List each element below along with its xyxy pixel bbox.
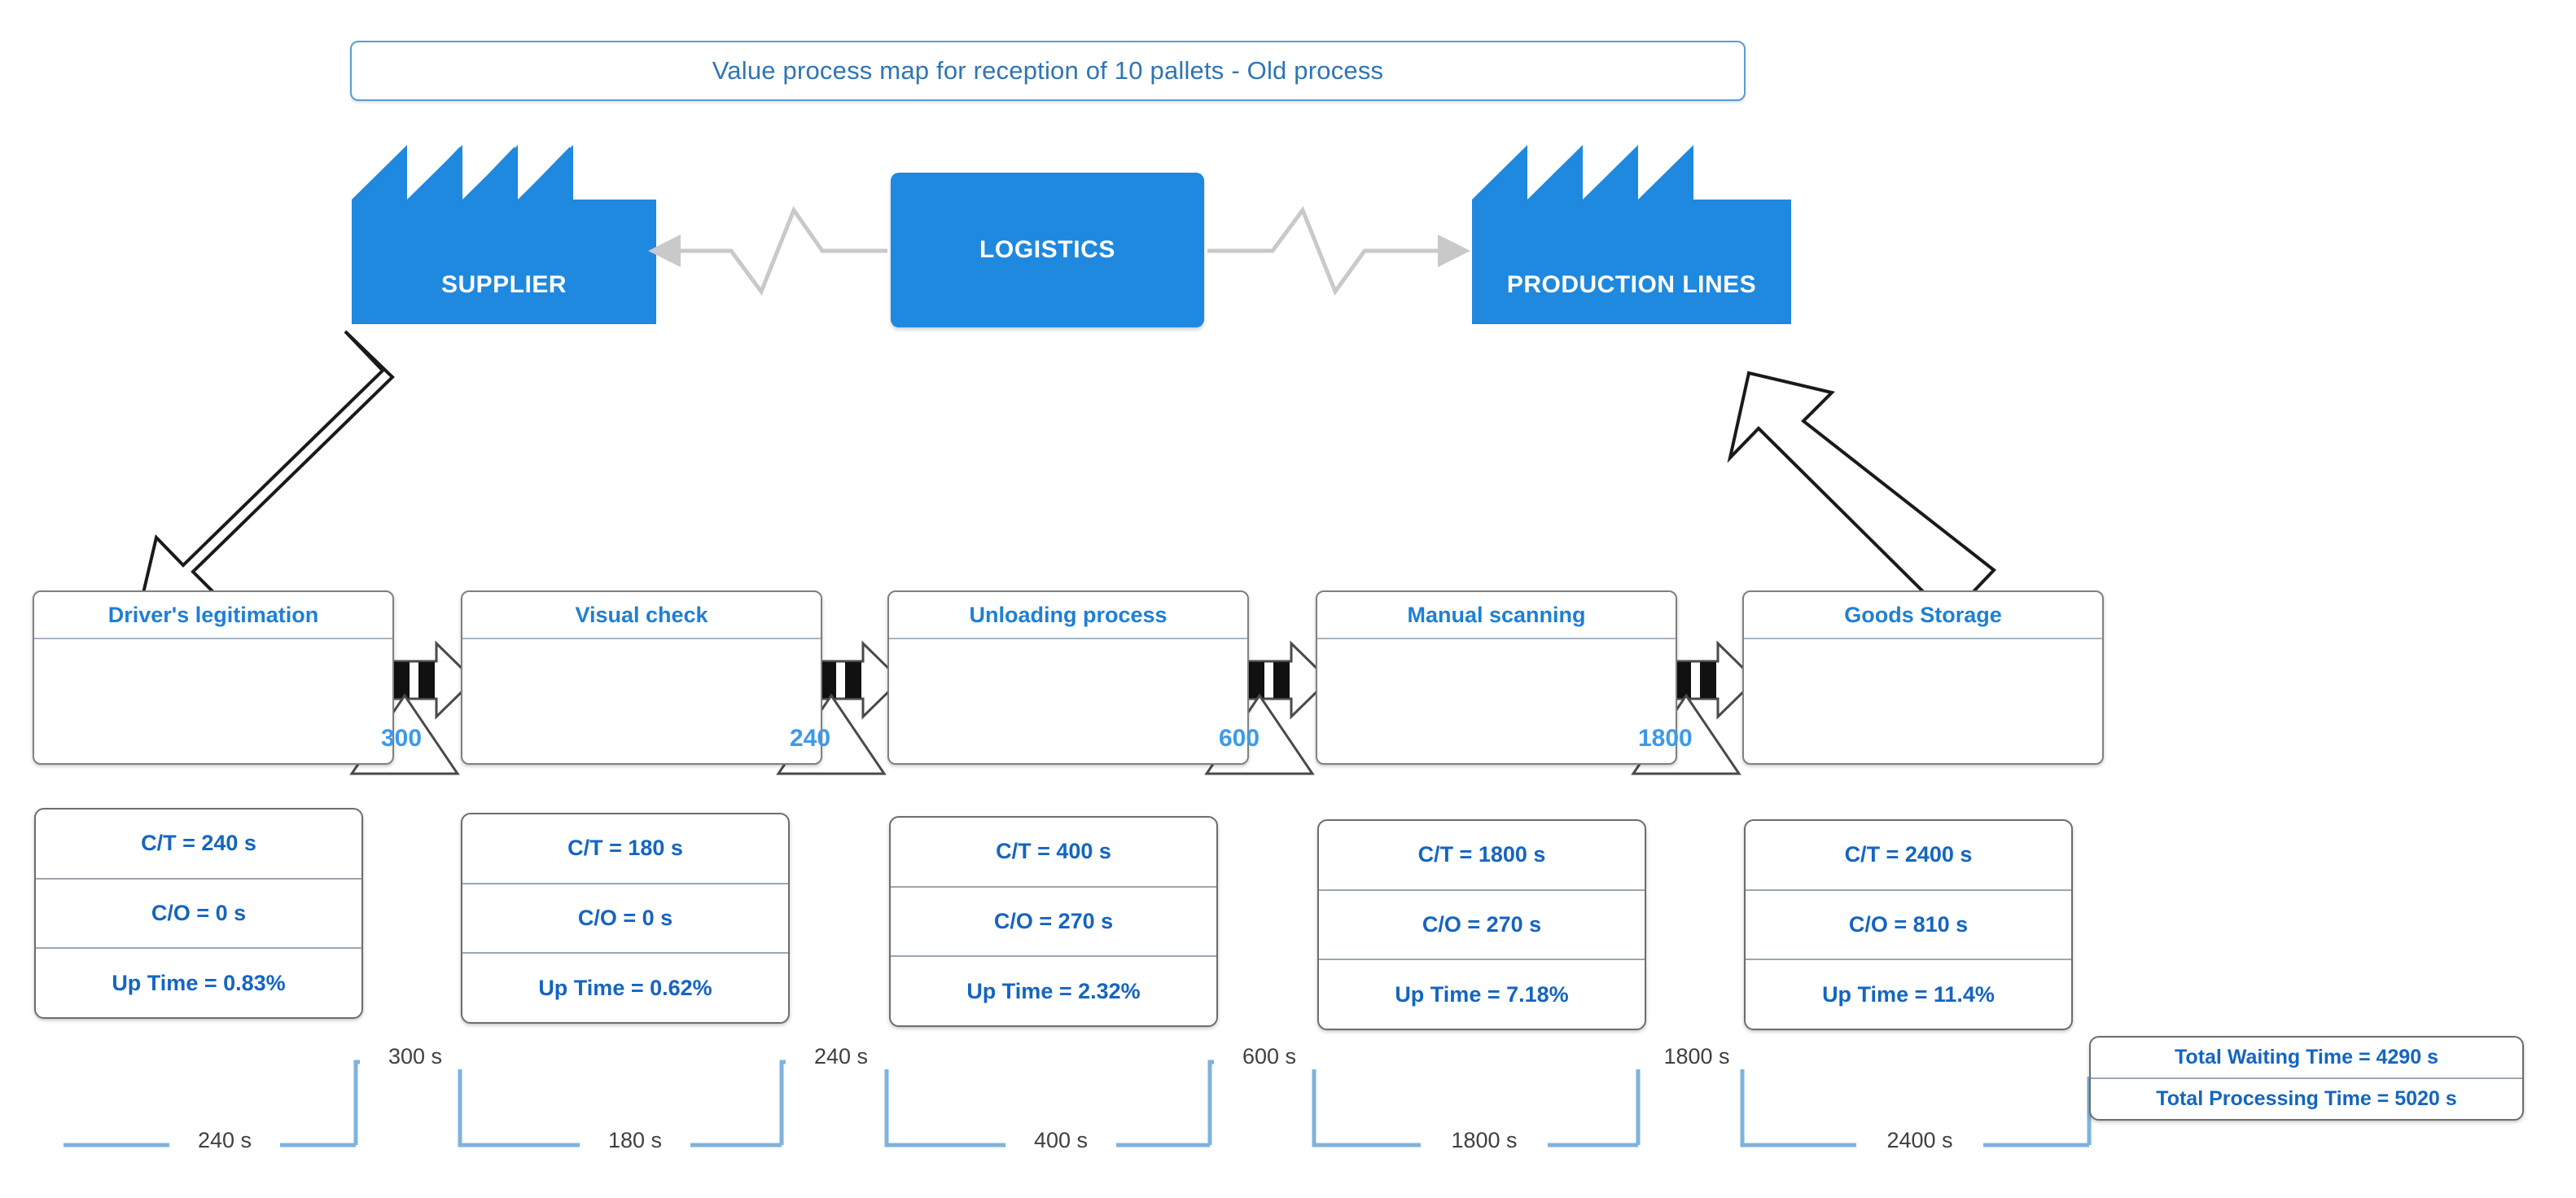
logistics-label: LOGISTICS	[979, 236, 1116, 263]
process-box-4[interactable]: Manual scanning	[1316, 590, 1677, 765]
waiting-time-label-4: 1800 s	[1635, 1044, 1759, 1069]
supplier-label: SUPPLIER	[440, 271, 567, 298]
data-box-1[interactable]: C/T = 240 s C/O = 0 s Up Time = 0.83%	[34, 808, 363, 1019]
process-title-2: Visual check	[462, 592, 821, 639]
production-lines-factory-icon	[1472, 145, 1791, 324]
process-title-3: Unloading process	[889, 592, 1247, 639]
changeover-1: C/O = 0 s	[36, 880, 361, 950]
changeover-3: C/O = 270 s	[891, 888, 1216, 958]
process-body-2	[462, 639, 821, 761]
cycle-time-1: C/T = 240 s	[36, 810, 361, 880]
cycle-time-5: C/T = 2400 s	[1746, 821, 2071, 891]
uptime-4: Up Time = 7.18%	[1395, 981, 1569, 1007]
process-box-3[interactable]: Unloading process	[887, 590, 1249, 765]
process-body-3	[889, 639, 1247, 761]
process-title-5: Goods Storage	[1744, 592, 2102, 639]
process-box-5[interactable]: Goods Storage	[1742, 590, 2104, 765]
total-waiting-time: Total Waiting Time = 4290 s	[2091, 1038, 2522, 1079]
process-title-1: Driver's legitimation	[34, 592, 392, 639]
processing-time-label-5: 2400 s	[1856, 1128, 1983, 1153]
processing-time-label-3: 400 s	[1005, 1128, 1116, 1153]
production-lines-label: PRODUCTION LINES	[1506, 271, 1757, 298]
cycle-time-3: C/T = 400 s	[891, 818, 1216, 888]
uptime-3: Up Time = 2.32%	[966, 978, 1141, 1003]
uptime-1: Up Time = 0.83%	[112, 970, 286, 995]
material-arrow-process-to-production	[1727, 371, 1996, 620]
process-body-1	[34, 639, 392, 761]
data-box-4[interactable]: C/T = 1800 s C/O = 270 s Up Time = 7.18%	[1317, 819, 1646, 1030]
inventory-value-1: 300	[381, 725, 423, 752]
process-title-4: Manual scanning	[1317, 592, 1676, 639]
page-title: Value process map for reception of 10 pa…	[712, 56, 1384, 85]
cycle-time-2: C/T = 180 s	[462, 814, 788, 884]
process-box-1[interactable]: Driver's legitimation	[33, 590, 394, 765]
processing-time-label-1: 240 s	[169, 1128, 280, 1153]
supplier-node[interactable]: SUPPLIER	[352, 145, 656, 324]
processing-time-label-4: 1800 s	[1421, 1128, 1548, 1153]
info-flow-arrow-production	[1207, 205, 1470, 296]
processing-time-label-2: 180 s	[580, 1128, 690, 1153]
data-box-2[interactable]: C/T = 180 s C/O = 0 s Up Time = 0.62%	[461, 813, 790, 1024]
supplier-factory-icon-shape	[352, 145, 656, 324]
total-processing-time: Total Processing Time = 5020 s	[2156, 1087, 2457, 1110]
logistics-node[interactable]: LOGISTICS	[891, 173, 1204, 327]
info-flow-arrow-supplier	[648, 205, 887, 296]
inventory-value-2: 240	[790, 725, 831, 752]
totals-box[interactable]: Total Waiting Time = 4290 s Total Proces…	[2089, 1036, 2524, 1121]
uptime-5: Up Time = 11.4%	[1822, 981, 1995, 1007]
inventory-value-4: 1800	[1638, 725, 1693, 752]
diagram-title-banner: Value process map for reception of 10 pa…	[350, 41, 1746, 101]
cycle-time-4: C/T = 1800 s	[1319, 821, 1645, 891]
changeover-5: C/O = 810 s	[1746, 891, 2071, 961]
inventory-value-3: 600	[1219, 725, 1260, 752]
data-box-3[interactable]: C/T = 400 s C/O = 270 s Up Time = 2.32%	[889, 816, 1218, 1027]
material-arrow-supplier-to-process	[134, 330, 395, 623]
waiting-time-label-1: 300 s	[360, 1044, 471, 1069]
production-lines-node[interactable]: PRODUCTION LINES	[1472, 145, 1791, 324]
changeover-4: C/O = 270 s	[1319, 891, 1645, 961]
data-box-5[interactable]: C/T = 2400 s C/O = 810 s Up Time = 11.4%	[1744, 819, 2073, 1030]
waiting-time-label-2: 240 s	[786, 1044, 896, 1069]
process-body-5	[1744, 639, 2102, 761]
process-body-4	[1317, 639, 1676, 761]
uptime-2: Up Time = 0.62%	[538, 975, 712, 1000]
process-box-2[interactable]: Visual check	[461, 590, 822, 765]
waiting-time-label-3: 600 s	[1214, 1044, 1325, 1069]
changeover-2: C/O = 0 s	[462, 884, 788, 954]
